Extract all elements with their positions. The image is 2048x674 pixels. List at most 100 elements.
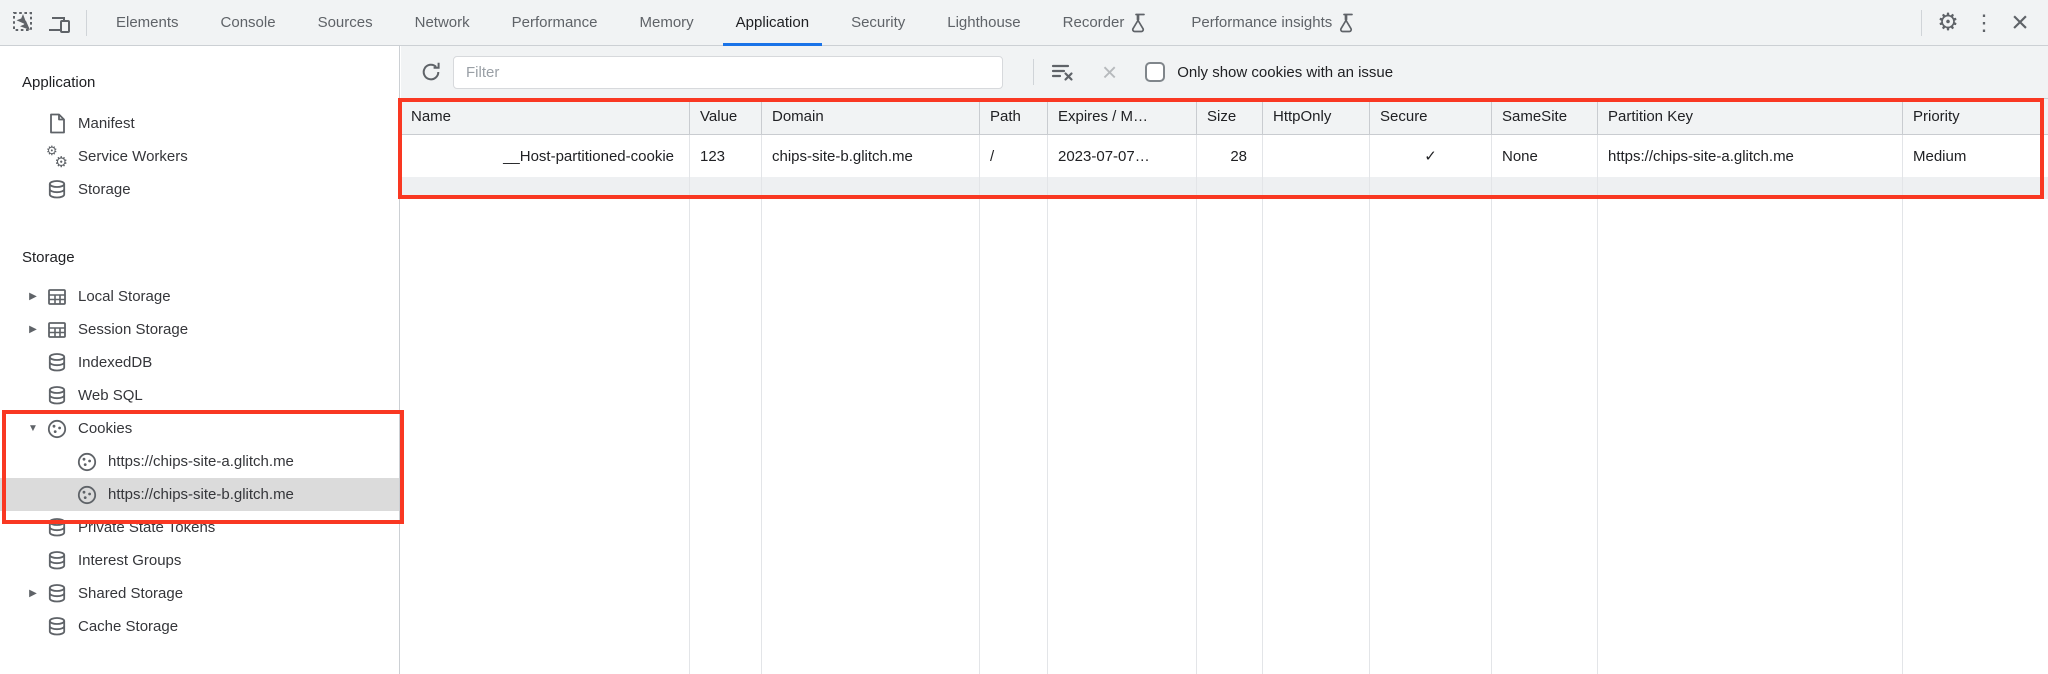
tab-recorder[interactable]: Recorder — [1042, 0, 1171, 46]
application-sidebar: Application Manifest ⚙⚙ Service Workers … — [0, 46, 400, 674]
cell-partition-key[interactable]: https://chips-site-a.glitch.me — [1598, 135, 1903, 177]
chevron-right-icon[interactable]: ▶ — [29, 588, 37, 599]
tab-label: Security — [851, 14, 906, 31]
sidebar-item-cookies-chips-site-b[interactable]: https://chips-site-b.glitch.me — [0, 478, 399, 511]
sidebar-item-private-state-tokens[interactable]: Private State Tokens — [0, 511, 399, 544]
toolbar-divider — [1033, 59, 1034, 85]
sidebar-item-indexeddb[interactable]: IndexedDB — [0, 346, 399, 379]
cookie-filter-input[interactable] — [453, 55, 1003, 89]
inspect-element-icon[interactable] — [6, 5, 42, 41]
sidebar-item-cache-storage[interactable]: Cache Storage — [0, 610, 399, 643]
sidebar-item-label: Private State Tokens — [78, 519, 216, 536]
close-glyph: × — [2011, 5, 2029, 39]
table-grid-icon — [46, 319, 68, 341]
sidebar-item-storage[interactable]: Storage — [0, 173, 399, 206]
cookie-table-header: Name Value Domain Path Expires / M… Size… — [401, 99, 2048, 135]
delete-cookie-icon[interactable]: × — [1102, 57, 1118, 87]
tab-memory[interactable]: Memory — [619, 0, 715, 46]
column-header-domain[interactable]: Domain — [762, 99, 980, 134]
chevron-down-icon[interactable]: ▼ — [28, 423, 38, 434]
cell-samesite[interactable]: None — [1492, 135, 1598, 177]
sidebar-item-service-workers[interactable]: ⚙⚙ Service Workers — [0, 140, 399, 173]
cookie-table-row[interactable]: __Host-partitioned-cookie 123 chips-site… — [401, 135, 2048, 177]
database-icon — [46, 352, 68, 374]
sidebar-item-local-storage[interactable]: ▶ Local Storage — [0, 280, 399, 313]
sidebar-item-shared-storage[interactable]: ▶ Shared Storage — [0, 577, 399, 610]
sidebar-item-cookies[interactable]: ▼ Cookies — [0, 412, 399, 445]
panel-tabs: Elements Console Sources Network Perform… — [95, 0, 1378, 46]
column-header-path[interactable]: Path — [980, 99, 1048, 134]
close-devtools-icon[interactable]: × — [2002, 5, 2038, 41]
more-options-kebab-icon[interactable]: ⋮ — [1966, 5, 2002, 41]
tab-network[interactable]: Network — [394, 0, 491, 46]
sidebar-item-label: Service Workers — [78, 148, 188, 165]
cookies-toolbar: × Only show cookies with an issue — [401, 46, 2048, 99]
cell-expires[interactable]: 2023-07-07… — [1048, 135, 1197, 177]
cell-httponly[interactable] — [1263, 135, 1370, 177]
cell-size[interactable]: 28 — [1197, 135, 1263, 177]
tab-console[interactable]: Console — [200, 0, 297, 46]
sidebar-item-web-sql[interactable]: Web SQL — [0, 379, 399, 412]
tab-label: Elements — [116, 14, 179, 31]
cell-domain[interactable]: chips-site-b.glitch.me — [762, 135, 980, 177]
service-workers-gears-icon: ⚙⚙ — [46, 142, 68, 171]
sidebar-item-cookies-chips-site-a[interactable]: https://chips-site-a.glitch.me — [0, 445, 399, 478]
tab-label: Sources — [317, 14, 373, 31]
sidebar-item-label: Cache Storage — [78, 618, 179, 635]
cell-priority[interactable]: Medium — [1913, 147, 1967, 165]
sidebar-section-storage: Storage — [22, 249, 75, 266]
sidebar-item-label: https://chips-site-a.glitch.me — [108, 453, 294, 470]
sidebar-item-session-storage[interactable]: ▶ Session Storage — [0, 313, 399, 346]
tab-lighthouse[interactable]: Lighthouse — [926, 0, 1041, 46]
tab-label: Network — [414, 14, 470, 31]
cell-value[interactable]: 123 — [690, 135, 762, 177]
column-header-expires[interactable]: Expires / M… — [1048, 99, 1197, 134]
tab-label: Performance — [511, 14, 598, 31]
sidebar-item-label: Shared Storage — [78, 585, 184, 602]
column-header-httponly[interactable]: HttpOnly — [1263, 99, 1370, 134]
tab-performance-insights[interactable]: Performance insights — [1170, 0, 1378, 46]
cell-secure-checkmark[interactable]: ✓ — [1370, 135, 1492, 177]
chevron-right-icon[interactable]: ▶ — [29, 291, 37, 302]
cookie-icon — [76, 484, 98, 506]
tab-elements[interactable]: Elements — [95, 0, 200, 46]
sidebar-item-label: Session Storage — [78, 321, 189, 338]
toolbar-divider — [1921, 9, 1922, 36]
settings-gear-icon[interactable]: ⚙ — [1930, 5, 1966, 41]
inspect-element-glyph — [13, 11, 32, 31]
tab-label: Memory — [639, 14, 694, 31]
tab-sources[interactable]: Sources — [297, 0, 394, 46]
refresh-icon[interactable] — [415, 56, 447, 88]
cookies-panel: × Only show cookies with an issue Name V… — [401, 46, 2048, 674]
database-icon — [46, 179, 68, 201]
tab-application[interactable]: Application — [715, 0, 830, 46]
column-header-size[interactable]: Size — [1197, 99, 1263, 134]
chevron-right-icon[interactable]: ▶ — [29, 324, 37, 335]
cookie-table-empty-area — [401, 199, 2048, 674]
only-issue-cookies-checkbox[interactable] — [1145, 62, 1166, 82]
sidebar-item-manifest[interactable]: Manifest — [0, 107, 399, 140]
device-toolbar-icon[interactable] — [42, 5, 78, 41]
column-header-partition-key[interactable]: Partition Key — [1598, 99, 1903, 134]
sidebar-item-label: Web SQL — [78, 387, 143, 404]
sidebar-item-interest-groups[interactable]: Interest Groups — [0, 544, 399, 577]
column-header-name[interactable]: Name — [401, 99, 690, 134]
clear-filter-icon[interactable] — [1050, 60, 1076, 84]
toolbar-divider — [86, 9, 87, 36]
column-header-samesite[interactable]: SameSite — [1492, 99, 1598, 134]
sidebar-item-label: Storage — [78, 181, 131, 198]
sidebar-item-label: IndexedDB — [78, 354, 153, 371]
column-header-priority[interactable]: Priority — [1913, 108, 1960, 125]
tab-security[interactable]: Security — [830, 0, 926, 46]
cookie-icon — [46, 418, 68, 440]
tab-label: Lighthouse — [947, 14, 1021, 31]
only-issue-cookies-label: Only show cookies with an issue — [1177, 63, 1394, 81]
device-toolbar-glyph — [49, 16, 70, 33]
cell-path[interactable]: / — [980, 135, 1048, 177]
tab-label: Application — [735, 14, 810, 31]
column-header-secure[interactable]: Secure — [1370, 99, 1492, 134]
cell-name[interactable]: __Host-partitioned-cookie — [401, 135, 690, 177]
column-header-value[interactable]: Value — [690, 99, 762, 134]
tab-performance[interactable]: Performance — [491, 0, 619, 46]
sidebar-section-application: Application — [22, 74, 96, 91]
